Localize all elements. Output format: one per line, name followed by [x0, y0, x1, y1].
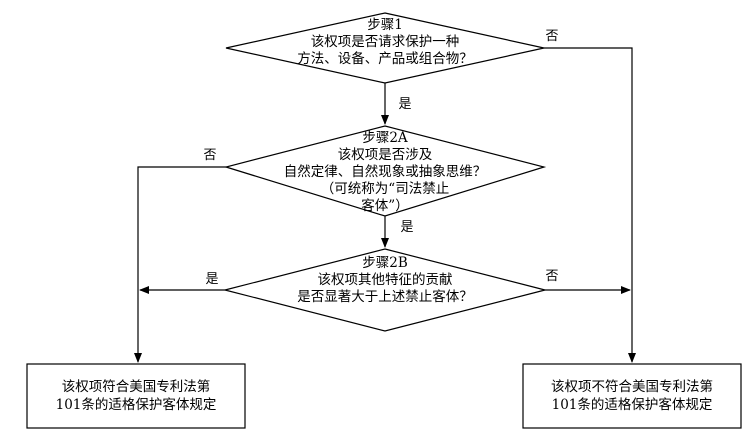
edge-label-step2a-yes: 是 [400, 220, 413, 235]
eligible-line-2: 101条的适格保护客体规定 [56, 396, 217, 413]
step2b-line-3: 是否显著大于上述禁止客体？ [297, 288, 473, 305]
edge-label-step1-yes: 是 [398, 97, 411, 112]
box-eligible [26, 363, 246, 429]
ineligible-line-1: 该权项不符合美国专利法第 [551, 378, 713, 395]
step2a-line-5: 客体”） [361, 197, 408, 214]
decision-step2b [224, 248, 546, 332]
step2b-text: 步骤2B 该权项其他特征的贡献 是否显著大于上述禁止客体？ [297, 255, 473, 305]
step2a-line-3: 自然定律、自然现象或抽象思维？ [284, 163, 487, 180]
edge-step2a-no [134, 166, 226, 363]
step2a-title: 步骤2A [362, 130, 408, 146]
step2a-text: 步骤2A 该权项是否涉及 自然定律、自然现象或抽象思维？ （可统称为“司法禁止 … [284, 130, 487, 214]
ineligible-text: 该权项不符合美国专利法第 101条的适格保护客体规定 [551, 378, 713, 413]
eligible-text: 该权项符合美国专利法第 101条的适格保护客体规定 [56, 378, 217, 413]
step2a-line-2: 该权项是否涉及 [338, 146, 433, 163]
step2b-title: 步骤2B [362, 255, 408, 271]
edge-label-step2b-no: 否 [545, 269, 558, 284]
edge-label-step1-no: 否 [545, 29, 558, 44]
step1-title: 步骤1 [367, 17, 403, 33]
edge-label-step2a-no: 否 [203, 148, 216, 163]
step1-text: 步骤1 该权项是否请求保护一种 方法、设备、产品或组合物？ [297, 17, 473, 67]
step1-line-2: 该权项是否请求保护一种 [311, 33, 460, 50]
step1-line-3: 方法、设备、产品或组合物？ [297, 50, 473, 67]
eligible-line-1: 该权项符合美国专利法第 [62, 378, 211, 395]
step2a-line-4: （可统称为“司法禁止 [321, 181, 449, 197]
ineligible-line-2: 101条的适格保护客体规定 [552, 396, 713, 413]
box-ineligible [522, 363, 742, 429]
edge-step1-no [544, 47, 636, 363]
step2b-line-2: 该权项其他特征的贡献 [318, 271, 453, 288]
edge-label-step2b-yes: 是 [205, 272, 218, 287]
